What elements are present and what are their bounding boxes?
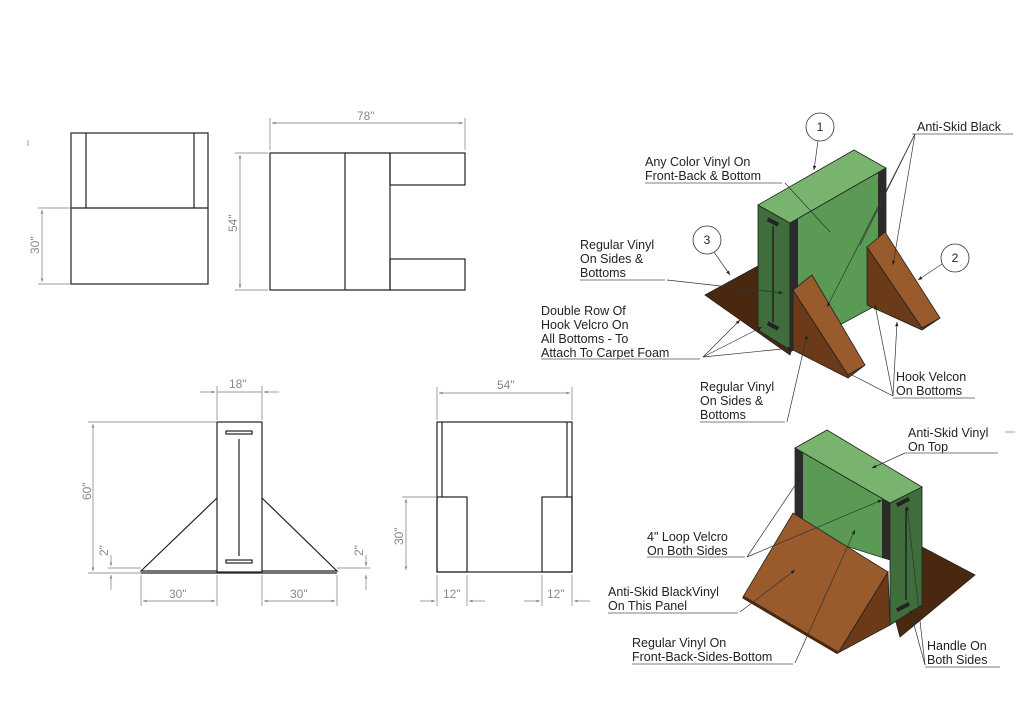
- callout-anti-skid-vinyl-top: Anti-Skid Vinyl On Top: [871, 426, 1015, 469]
- svg-text:Regular Vinyl: Regular Vinyl: [580, 238, 654, 252]
- dim-rear-block-right: 12": [547, 587, 565, 601]
- top-view: 78" 54": [226, 109, 466, 291]
- svg-text:2: 2: [952, 251, 959, 265]
- dim-side-wing-right: 30": [290, 587, 308, 601]
- svg-text:On Bottoms: On Bottoms: [896, 384, 962, 398]
- svg-text:Double Row Of: Double Row Of: [541, 304, 626, 318]
- callout-handle: Handle On Both Sides: [905, 505, 1000, 668]
- callout-hook-velcon: Hook Velcon On Bottoms: [851, 304, 975, 399]
- dim-rear-width: 54": [497, 378, 515, 392]
- dim-side-height: 60": [80, 482, 94, 500]
- callout-anti-skid-black-vinyl-panel: Anti-Skid BlackVinyl On This Panel: [608, 569, 796, 614]
- svg-text:Anti-Skid BlackVinyl: Anti-Skid BlackVinyl: [608, 585, 719, 599]
- svg-text:On Sides &: On Sides &: [700, 394, 764, 408]
- dim-side-base-left: 2": [97, 545, 111, 556]
- balloon-2: 2: [917, 243, 970, 281]
- handle-slot: [225, 559, 253, 564]
- svg-text:Attach To Carpet Foam: Attach To Carpet Foam: [541, 346, 669, 360]
- svg-text:Hook Velcro On: Hook Velcro On: [541, 318, 629, 332]
- svg-text:Both Sides: Both Sides: [927, 653, 987, 667]
- callout-regular-vinyl-all: Regular Vinyl On Front-Back-Sides-Bottom: [632, 529, 856, 665]
- svg-text:On Top: On Top: [908, 440, 948, 454]
- handle-slot: [225, 430, 253, 435]
- svg-text:Regular Vinyl: Regular Vinyl: [700, 380, 774, 394]
- svg-text:On Sides &: On Sides &: [580, 252, 644, 266]
- svg-text:Front-Back & Bottom: Front-Back & Bottom: [645, 169, 761, 183]
- svg-text:Front-Back-Sides-Bottom: Front-Back-Sides-Bottom: [632, 650, 772, 664]
- front-view: 30": [27, 132, 209, 285]
- isometric-view-assembly: [704, 149, 941, 379]
- callout-regular-vinyl-upper: Regular Vinyl On Sides & Bottoms: [580, 238, 784, 295]
- dim-side-base-right: 2": [352, 545, 366, 556]
- side-view: 18" 60" 2" 2" 30" 30": [80, 377, 370, 606]
- svg-text:Anti-Skid Vinyl: Anti-Skid Vinyl: [908, 426, 988, 440]
- dim-side-wing-left: 30": [169, 587, 187, 601]
- callout-regular-vinyl-lower: Regular Vinyl On Sides & Bottoms: [700, 334, 808, 423]
- svg-text:4" Loop Velcro: 4" Loop Velcro: [647, 530, 728, 544]
- dim-front-height: 30": [28, 236, 42, 254]
- rear-view: 54" 30" 12" 12": [392, 378, 590, 606]
- callout-any-color-vinyl: Any Color Vinyl On Front-Back & Bottom: [645, 155, 831, 233]
- svg-text:Hook Velcon: Hook Velcon: [896, 370, 966, 384]
- svg-text:On This Panel: On This Panel: [608, 599, 687, 613]
- callout-double-row-velcro: Double Row Of Hook Velcro On All Bottoms…: [541, 304, 793, 360]
- svg-text:On Both Sides: On Both Sides: [647, 544, 728, 558]
- svg-text:Handle On: Handle On: [927, 639, 987, 653]
- dim-side-top-width: 18": [229, 377, 247, 391]
- svg-text:3: 3: [704, 233, 711, 247]
- dim-rear-block-left: 12": [443, 587, 461, 601]
- svg-text:Bottoms: Bottoms: [580, 266, 626, 280]
- balloon-3: 3: [692, 225, 731, 276]
- dim-top-depth: 54": [226, 214, 240, 232]
- dim-rear-height: 30": [392, 527, 406, 545]
- svg-text:Bottoms: Bottoms: [700, 408, 746, 422]
- balloon-1: 1: [805, 112, 835, 171]
- isometric-view-ramp: [742, 429, 976, 655]
- svg-text:1: 1: [817, 120, 824, 134]
- svg-text:Any Color Vinyl On: Any Color Vinyl On: [645, 155, 750, 169]
- svg-text:Anti-Skid Black: Anti-Skid Black: [917, 120, 1002, 134]
- dim-top-width: 78": [357, 109, 375, 123]
- callout-anti-skid-black: Anti-Skid Black: [826, 120, 1013, 308]
- svg-text:All Bottoms - To: All Bottoms - To: [541, 332, 628, 346]
- svg-text:Regular Vinyl On: Regular Vinyl On: [632, 636, 726, 650]
- callout-loop-velcro: 4" Loop Velcro On Both Sides: [647, 477, 883, 558]
